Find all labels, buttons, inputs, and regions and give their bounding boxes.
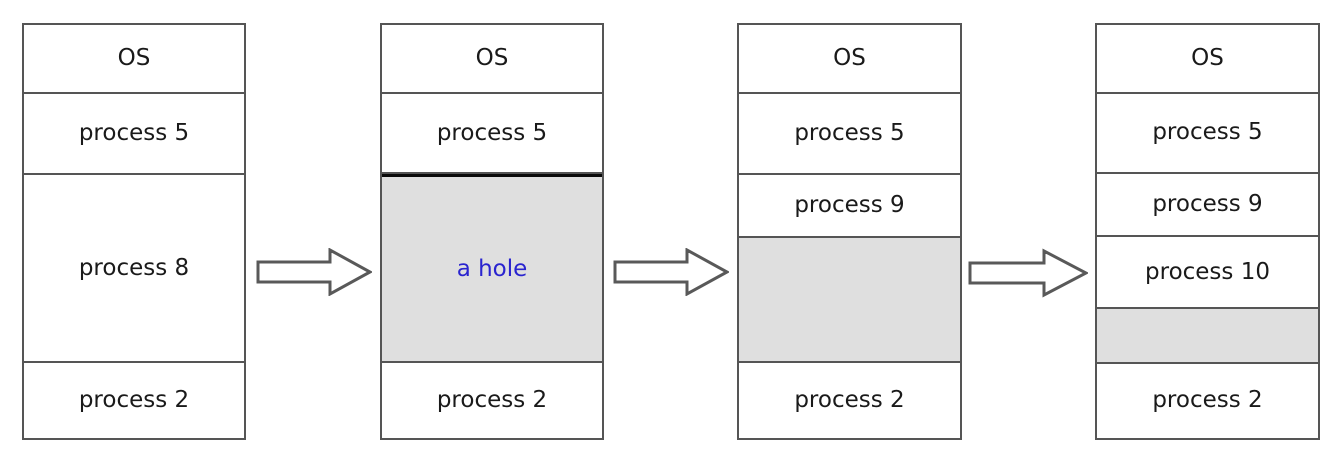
- memory-block-label: OS: [117, 45, 151, 72]
- transition-arrow-1: [256, 248, 372, 296]
- memory-block-process: OS: [382, 25, 602, 94]
- memory-block-label: process 9: [794, 191, 905, 218]
- memory-block-label: process 5: [794, 119, 905, 146]
- memory-column-state-4: OS process 5 process 9 process 10 process 2: [1095, 23, 1320, 440]
- memory-block-label: a hole: [456, 255, 528, 282]
- memory-block-label: process 10: [1145, 258, 1270, 285]
- memory-block-process: OS: [739, 25, 960, 95]
- memory-block-label: OS: [1191, 44, 1224, 71]
- memory-block-process: process 9: [1097, 173, 1318, 237]
- memory-block-label: process 9: [1152, 190, 1263, 217]
- memory-block-label: OS: [475, 44, 509, 71]
- memory-block-process: process 5: [739, 94, 960, 175]
- memory-block-process: process 8: [24, 175, 244, 363]
- memory-block-label: process 2: [1152, 387, 1263, 414]
- memory-block-process: OS: [24, 25, 244, 95]
- memory-column-state-1: OS process 5 process 8 process 2: [22, 23, 246, 440]
- memory-block-process: process 2: [1097, 363, 1318, 439]
- memory-block-process: process 2: [24, 362, 244, 438]
- transition-arrow-2: [613, 248, 729, 296]
- memory-block-label: process 2: [78, 386, 190, 413]
- memory-block-process: process 10: [1097, 236, 1318, 310]
- memory-block-label: process 2: [794, 387, 905, 414]
- memory-block-hole: [1097, 309, 1318, 364]
- memory-block-process: process 5: [24, 94, 244, 176]
- memory-block-label: process 5: [436, 119, 548, 146]
- transition-arrow-3: [968, 248, 1088, 298]
- memory-block-label: OS: [833, 45, 866, 71]
- memory-block-label: process 8: [78, 254, 190, 281]
- memory-block-process: process 9: [739, 174, 960, 238]
- memory-block-hole: [739, 237, 960, 364]
- memory-block-process: OS: [1097, 25, 1318, 94]
- memory-block-process: process 5: [1097, 93, 1318, 174]
- memory-column-state-3: OS process 5 process 9 process 2: [737, 23, 962, 440]
- memory-column-state-2: OS process 5 a hole process 2: [380, 23, 604, 440]
- memory-block-process: process 2: [739, 363, 960, 438]
- memory-block-process: process 2: [382, 363, 602, 438]
- right-arrow-icon: [256, 248, 372, 296]
- memory-block-label: process 2: [436, 387, 548, 414]
- right-arrow-icon: [968, 248, 1088, 298]
- right-arrow-icon: [613, 248, 729, 296]
- memory-block-process: process 5: [382, 93, 602, 175]
- memory-block-label: process 5: [78, 120, 190, 147]
- memory-block-label: process 5: [1152, 119, 1263, 146]
- memory-block-hole: a hole: [382, 174, 602, 364]
